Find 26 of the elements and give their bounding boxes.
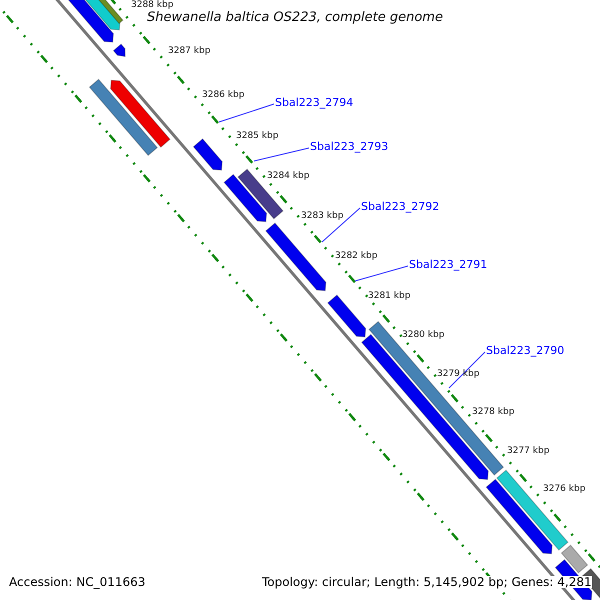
gene-label: Sbal223_2790 [486, 345, 564, 356]
genome-stats-text: Topology: circular; Length: 5,145,902 bp; Genes: 4,281 [262, 576, 592, 588]
leader-line [254, 148, 310, 162]
tick-label: 3287 kbp [168, 47, 210, 56]
gene-label: Sbal223_2792 [361, 201, 440, 212]
leader-line [218, 104, 274, 122]
gene-label: Sbal223_2791 [409, 259, 488, 270]
accession-text: Accession: NC_011663 [9, 576, 146, 588]
tick-label: 3285 kbp [236, 132, 278, 141]
tick-label: 3281 kbp [368, 292, 410, 301]
leader-line [448, 352, 486, 388]
gene-label: Sbal223_2794 [275, 97, 354, 108]
leader-line [354, 266, 408, 282]
leader-line [322, 208, 360, 242]
tick-label: 3288 kbp [131, 1, 174, 10]
tick-label: 3277 kbp [507, 447, 550, 456]
tick-label: 3276 kbp [543, 485, 586, 494]
title: Shewanella baltica OS223, complete genome [147, 11, 443, 24]
tick-label: 3280 kbp [402, 331, 444, 340]
tick-label: 3284 kbp [267, 172, 310, 181]
gene-label: Sbal223_2793 [310, 141, 388, 152]
tick-label: 3279 kbp [437, 370, 480, 379]
tick-label: 3286 kbp [202, 91, 244, 100]
tick-label: 3283 kbp [301, 212, 344, 221]
tick-label: 3282 kbp [335, 252, 378, 261]
tick-label: 3278 kbp [472, 408, 514, 417]
